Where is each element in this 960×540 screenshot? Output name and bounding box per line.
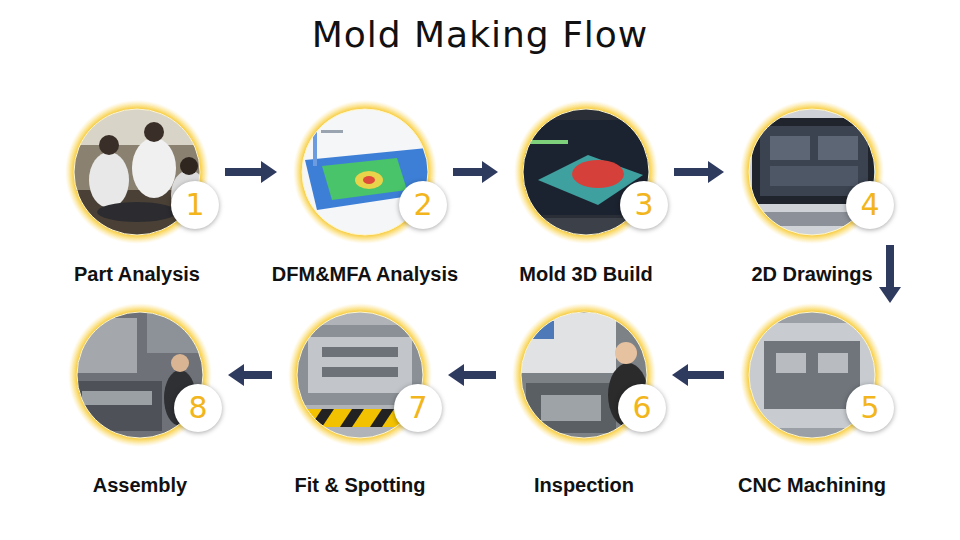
photo-shape (97, 202, 177, 222)
photo-shape (340, 409, 364, 427)
flow-arrow (453, 161, 498, 183)
photo-shape (277, 100, 453, 245)
photo-illustration (49, 100, 225, 245)
photo-shape (272, 303, 448, 448)
process-circle: 2DFM&MFA Analysis (277, 100, 453, 245)
photo-illustration (52, 303, 228, 448)
number-badge: 8 (174, 384, 222, 432)
photo-shape (818, 136, 858, 160)
number-badge: 5 (846, 384, 894, 432)
photo-shape (322, 347, 398, 357)
photo-shape (363, 176, 375, 184)
photo-shape (764, 341, 860, 409)
process-circle: 1Part Analysis (49, 100, 225, 245)
photo-shape (496, 303, 672, 448)
step-label: Fit & Spotting (210, 474, 510, 497)
step-number: 8 (188, 393, 207, 423)
photo-shape (82, 391, 152, 405)
photo-shape (69, 190, 209, 240)
photo-shape (132, 138, 176, 198)
photo-shape (370, 409, 394, 427)
process-circle: 6Inspection (496, 303, 672, 448)
photo-illustration (498, 100, 674, 245)
step-number: 6 (632, 393, 651, 423)
photo-shape (776, 353, 806, 373)
photo-shape (308, 337, 412, 393)
photo-illustration (272, 303, 448, 448)
photo-shape (498, 100, 674, 245)
photo-illustration (724, 303, 900, 448)
number-badge: 3 (620, 181, 668, 229)
photo-shape (99, 135, 119, 155)
number-badge: 4 (846, 181, 894, 229)
process-circle: 8Assembly (52, 303, 228, 448)
photo-shape (147, 313, 212, 353)
photo-shape (770, 136, 810, 160)
diagram-title: Mold Making Flow (0, 14, 960, 55)
number-badge: 2 (399, 181, 447, 229)
step-label: 2D Drawings (662, 263, 960, 286)
flow-arrow (672, 364, 724, 386)
process-circle: 3Mold 3D Build (498, 100, 674, 245)
photo-shape (322, 367, 398, 377)
photo-shape (615, 342, 637, 364)
photo-shape (280, 409, 304, 427)
photo-shape (724, 100, 900, 245)
photo-shape (321, 130, 343, 133)
photo-illustration (277, 100, 453, 245)
process-circle: 5CNC Machining (724, 303, 900, 448)
step-label: CNC Machining (662, 474, 960, 497)
flow-arrow (674, 161, 724, 183)
photo-shape (171, 354, 189, 372)
photo-shape (355, 171, 383, 189)
flow-arrow (879, 245, 901, 303)
step-number: 7 (408, 393, 427, 423)
photo-shape (524, 321, 554, 339)
photo-illustration (496, 303, 672, 448)
flow-arrow (228, 364, 272, 386)
number-badge: 6 (618, 384, 666, 432)
step-number: 2 (413, 190, 432, 220)
photo-shape (818, 353, 848, 373)
flow-arrow (225, 161, 277, 183)
number-badge: 7 (394, 384, 442, 432)
photo-shape (180, 157, 198, 175)
photo-shape (89, 152, 129, 208)
flow-arrow (448, 364, 496, 386)
photo-shape (865, 326, 875, 336)
photo-shape (526, 383, 616, 433)
photo-shape (516, 313, 616, 373)
step-label: DFM&MFA Analysis (215, 263, 515, 286)
photo-shape (528, 140, 568, 144)
photo-shape (144, 122, 164, 142)
photo-shape (69, 105, 209, 145)
step-number: 5 (860, 393, 879, 423)
photo-shape (322, 158, 407, 200)
photo-shape (770, 166, 858, 186)
step-number: 1 (185, 190, 204, 220)
process-circle: 7Fit & Spotting (272, 303, 448, 448)
step-label: Part Analysis (0, 263, 287, 286)
step-number: 3 (634, 190, 653, 220)
number-badge: 1 (171, 181, 219, 229)
step-label: Assembly (0, 474, 290, 497)
photo-shape (724, 303, 900, 448)
step-number: 4 (860, 190, 879, 220)
photo-shape (749, 416, 759, 426)
photo-shape (49, 100, 225, 245)
photo-illustration (724, 100, 900, 245)
photo-shape (52, 303, 228, 448)
step-label: Inspection (434, 474, 734, 497)
step-label: Mold 3D Build (436, 263, 736, 286)
photo-shape (749, 326, 759, 336)
photo-shape (541, 395, 601, 421)
photo-shape (760, 126, 868, 196)
photo-shape (572, 160, 624, 188)
process-circle: 42D Drawings (724, 100, 900, 245)
